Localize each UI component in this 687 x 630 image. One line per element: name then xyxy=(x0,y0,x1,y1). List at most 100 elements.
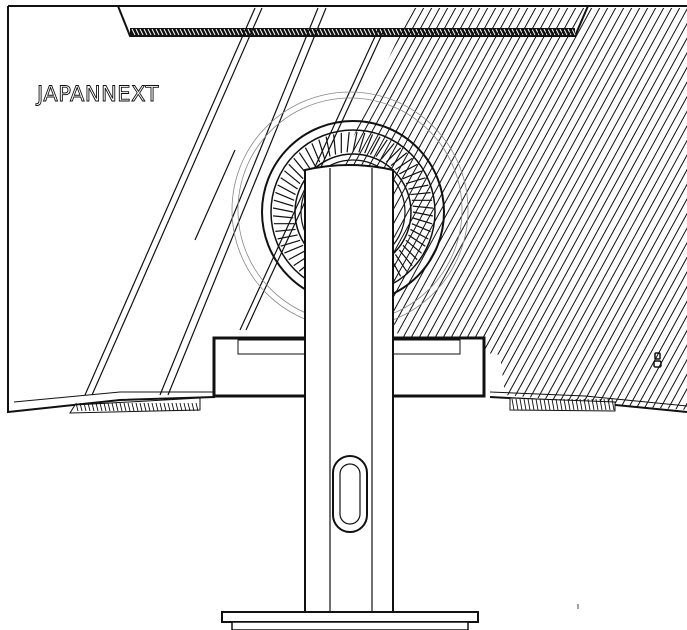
hatch-line xyxy=(583,398,587,411)
hatch-line xyxy=(621,8,687,410)
hatch-line xyxy=(147,28,152,36)
hatch-line xyxy=(303,28,308,36)
hatch-line xyxy=(511,28,516,36)
hatch-line xyxy=(199,28,204,36)
hatch-line xyxy=(563,28,568,36)
hatch-line xyxy=(555,28,560,36)
hatch-line xyxy=(559,398,563,411)
hatch-line xyxy=(423,28,428,36)
hatch-line xyxy=(411,28,416,36)
hatch-line xyxy=(131,28,136,36)
hatch-line xyxy=(439,28,444,36)
hatch-line xyxy=(435,28,440,36)
hatch-line xyxy=(277,234,298,240)
hatch-line xyxy=(395,157,413,171)
hatch-line xyxy=(629,8,687,410)
hatch-line xyxy=(295,28,300,36)
hatch-line xyxy=(543,28,548,36)
stand-base xyxy=(221,611,479,630)
hatch-line xyxy=(427,28,432,36)
bottom-vent-left xyxy=(69,397,201,414)
hatch-line xyxy=(443,28,448,36)
hatch-line xyxy=(395,28,400,36)
hatch-line xyxy=(599,398,603,411)
hatch-line xyxy=(579,398,583,411)
hatch-line xyxy=(431,28,436,36)
hatch-line xyxy=(391,28,396,36)
hatch-line xyxy=(83,402,87,412)
hatch-line xyxy=(408,234,426,247)
hatch-line xyxy=(595,398,599,411)
hatch-line xyxy=(515,398,519,411)
hatch-line xyxy=(135,28,140,36)
hatch-line xyxy=(167,402,171,412)
hatch-line xyxy=(267,28,272,36)
hatch-line xyxy=(519,398,523,411)
hatch-line xyxy=(471,28,476,36)
hatch-line xyxy=(399,163,418,175)
hatch-line xyxy=(243,28,248,36)
hatch-line xyxy=(179,402,183,412)
hatch-line xyxy=(394,254,408,272)
hatch-line xyxy=(273,215,294,219)
hatch-line xyxy=(591,398,595,411)
hatch-line xyxy=(280,177,298,190)
hatch-line xyxy=(364,134,374,154)
hatch-line xyxy=(455,28,460,36)
hatch-line xyxy=(571,398,575,411)
hatch-line xyxy=(603,398,607,411)
hatch-line xyxy=(275,228,296,232)
hatch-line xyxy=(123,402,127,412)
hatch-line xyxy=(523,28,528,36)
hatch-line xyxy=(412,217,433,225)
hatch-line xyxy=(645,8,687,410)
hatch-line xyxy=(231,28,236,36)
hatch-line xyxy=(175,402,179,412)
hatch-line xyxy=(555,398,559,411)
hatch-line xyxy=(227,28,232,36)
hatch-line xyxy=(410,192,431,196)
hatch-line xyxy=(511,398,515,411)
hatch-line xyxy=(463,28,468,36)
hatch-line xyxy=(407,28,412,36)
hatch-line xyxy=(385,147,402,163)
hatch-line xyxy=(75,402,79,412)
hatch-line xyxy=(507,28,512,36)
hatch-line xyxy=(408,184,429,190)
hatch-line xyxy=(127,402,131,412)
hatch-line xyxy=(447,28,452,36)
hatch-line xyxy=(87,402,91,412)
hatch-line xyxy=(519,28,524,36)
hatch-line xyxy=(605,8,687,410)
hatch-line xyxy=(330,8,437,410)
hatch-line xyxy=(403,28,408,36)
hatch-line xyxy=(288,163,304,180)
hatch-line xyxy=(412,205,433,209)
hatch-line xyxy=(79,402,83,412)
hatch-line xyxy=(547,398,551,411)
hatch-line xyxy=(587,398,591,411)
hatch-line xyxy=(107,402,111,412)
hatch-line xyxy=(559,28,564,36)
hatch-line xyxy=(597,8,687,410)
hatch-line xyxy=(567,398,571,411)
hatch-line xyxy=(527,398,531,411)
bottom-vent-right xyxy=(509,397,616,412)
hatch-line xyxy=(330,8,429,410)
brand-logo: JAPANNEXT xyxy=(35,82,159,106)
hatch-line xyxy=(549,8,687,410)
hatch-line xyxy=(637,8,687,410)
hatch-line xyxy=(167,28,172,36)
hatch-line xyxy=(479,28,484,36)
hatch-line xyxy=(539,28,544,36)
hatch-line xyxy=(405,177,426,185)
hatch-line xyxy=(111,402,115,412)
hatch-line xyxy=(272,207,294,213)
hatch-line xyxy=(523,398,527,411)
hatch-line xyxy=(369,136,381,155)
hatch-line xyxy=(459,28,464,36)
hatch-line xyxy=(469,8,687,410)
hatch-line xyxy=(151,28,156,36)
hatch-line xyxy=(677,8,687,410)
